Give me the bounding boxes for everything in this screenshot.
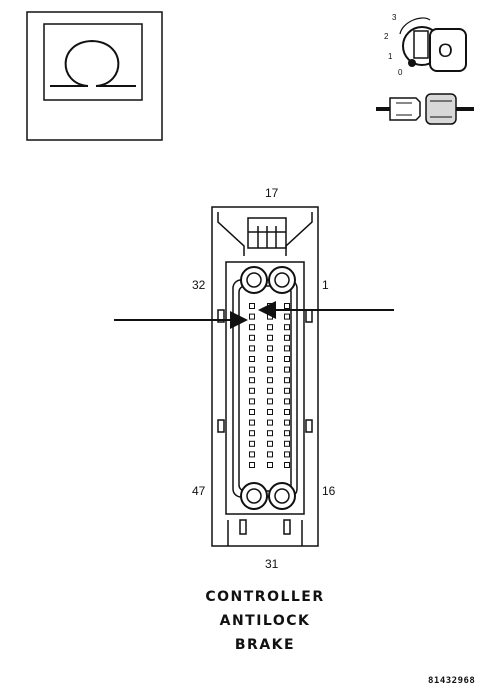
pin-cavity xyxy=(284,451,290,458)
pin-cavity xyxy=(249,451,255,458)
ignition-key-icon: 3 2 1 0 O xyxy=(384,13,467,77)
locating-post xyxy=(268,482,296,510)
pin-cavity xyxy=(284,366,290,373)
locating-post-bore xyxy=(274,488,290,504)
ignition-position-2: 2 xyxy=(384,32,389,41)
connector-posts xyxy=(240,266,296,510)
pin-cavity xyxy=(249,409,255,415)
pin-cavity xyxy=(249,345,255,352)
pin-cavity xyxy=(284,409,290,415)
locating-post-bore xyxy=(274,272,290,288)
pin-cavity xyxy=(249,366,255,373)
pin-label-47: 47 xyxy=(192,484,206,498)
pin-cavity xyxy=(284,303,290,309)
ignition-position-0: 0 xyxy=(398,68,403,77)
pin-label-32: 32 xyxy=(192,278,206,292)
reference-number: 81432968 xyxy=(428,676,475,686)
pin-holes xyxy=(249,303,290,468)
pin-cavity xyxy=(249,430,255,437)
pin-cavity xyxy=(267,387,273,394)
pin-cavity xyxy=(284,430,290,437)
pin-cavity xyxy=(267,366,273,373)
pin-cavity xyxy=(267,430,273,437)
pin-label-31: 31 xyxy=(265,557,279,571)
pin-cavity xyxy=(284,398,290,405)
pin-cavity xyxy=(267,398,273,405)
pin-label-16: 16 xyxy=(322,484,336,498)
ohmmeter-omega-icon xyxy=(26,11,163,141)
pin-cavity xyxy=(267,356,273,362)
pin-cavity xyxy=(267,345,273,352)
pin-cavity xyxy=(284,356,290,362)
pin-cavity xyxy=(284,462,290,468)
pin-cavity xyxy=(249,303,255,309)
pin-cavity xyxy=(284,440,290,447)
pin-cavity xyxy=(249,324,255,331)
ignition-position-3: 3 xyxy=(392,13,397,22)
ignition-position-1: 1 xyxy=(388,52,393,61)
pin-cavity xyxy=(249,334,255,341)
pointer-arrow-left xyxy=(114,311,248,329)
pin-cavity xyxy=(249,419,255,426)
pin-cavity xyxy=(267,462,273,468)
locating-post xyxy=(240,266,268,294)
key-symbol: O xyxy=(438,41,453,62)
pin-cavity xyxy=(284,324,290,331)
locating-post-bore xyxy=(246,488,262,504)
pointer-arrow-right xyxy=(258,301,394,319)
pin-cavity xyxy=(249,440,255,447)
title-line-1: CONTROLLER xyxy=(205,589,324,605)
locating-post xyxy=(268,266,296,294)
locating-post xyxy=(240,482,268,510)
pin-cavity xyxy=(267,451,273,458)
pin-cavity xyxy=(267,377,273,384)
pin-cavity xyxy=(284,313,290,320)
pin-cavity xyxy=(284,334,290,341)
locating-post-bore xyxy=(246,272,262,288)
pin-cavity xyxy=(249,398,255,405)
pin-cavity xyxy=(249,462,255,468)
pin-cavity xyxy=(267,419,273,426)
pin-cavity xyxy=(267,409,273,415)
pin-cavity xyxy=(284,345,290,352)
pin-label-1: 1 xyxy=(322,278,329,292)
pin-cavity xyxy=(284,387,290,394)
pin-cavity xyxy=(249,313,255,320)
pin-cavity xyxy=(249,387,255,394)
title-line-2: ANTILOCK xyxy=(220,613,311,629)
connector-disconnected-icon xyxy=(376,93,474,125)
pin-cavity xyxy=(249,377,255,384)
pin-cavity xyxy=(267,440,273,447)
pin-cavity xyxy=(267,334,273,341)
title-line-3: BRAKE xyxy=(235,637,295,653)
pin-cavity xyxy=(284,377,290,384)
pin-label-17: 17 xyxy=(265,186,279,200)
pin-cavity xyxy=(249,356,255,362)
pin-cavity xyxy=(267,324,273,331)
pin-cavity xyxy=(284,419,290,426)
connector-body xyxy=(211,206,319,547)
